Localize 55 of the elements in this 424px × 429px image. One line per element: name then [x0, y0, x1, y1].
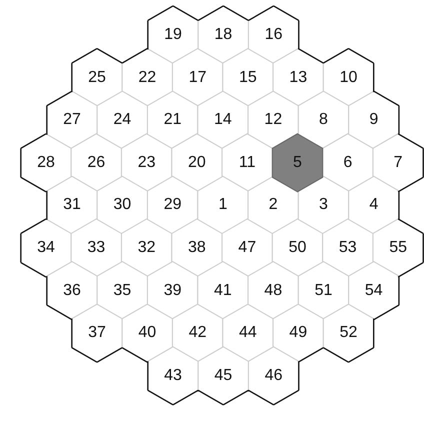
tile-number: 54 — [364, 282, 383, 299]
tile-number: 27 — [63, 112, 81, 128]
tile-number: 50 — [288, 240, 306, 256]
tile-number: 46 — [264, 368, 282, 384]
tile-number: 39 — [164, 282, 182, 299]
tile-number: 52 — [340, 325, 358, 342]
tile-number: 21 — [164, 112, 182, 128]
tile-number: 42 — [188, 325, 206, 342]
tile-number: 14 — [214, 112, 232, 128]
tile-number: 15 — [239, 70, 257, 86]
tile-number: 33 — [87, 240, 106, 256]
tile-number: 16 — [264, 27, 282, 43]
tile-number: 10 — [340, 70, 358, 86]
tile-number: 19 — [164, 27, 182, 43]
tile-number: 49 — [289, 325, 308, 342]
tile-number: 25 — [88, 70, 106, 86]
tile-number: 30 — [113, 197, 132, 214]
tile-number: 3 — [319, 197, 328, 214]
tile-number: 38 — [188, 240, 206, 256]
tile-number: 32 — [138, 240, 156, 256]
tile-number: 17 — [188, 70, 206, 86]
tile-number: 11 — [238, 154, 256, 171]
tile-number: 55 — [389, 240, 407, 256]
tile-number: 13 — [289, 70, 308, 86]
tile-number: 31 — [63, 197, 81, 214]
tile-number: 35 — [113, 282, 132, 299]
tile-number: 6 — [343, 154, 352, 171]
tile-number: 48 — [264, 282, 282, 299]
tile-number: 45 — [214, 368, 232, 384]
tile-number: 23 — [138, 154, 156, 171]
tile-number: 43 — [164, 368, 182, 384]
tile-number: 12 — [264, 112, 282, 128]
tile-number: 24 — [113, 112, 132, 128]
tile-number: 20 — [188, 154, 206, 171]
tile-number: 22 — [138, 70, 156, 86]
tile-number: 36 — [63, 282, 81, 299]
tile-number: 9 — [369, 112, 378, 128]
tile-number: 5 — [293, 154, 302, 171]
tile-number: 37 — [88, 325, 106, 342]
tile-number: 47 — [238, 240, 256, 256]
tile-number: 2 — [268, 197, 278, 214]
tile-number: 8 — [319, 112, 328, 128]
tile-number: 53 — [338, 240, 357, 256]
tile-number: 1 — [218, 197, 228, 214]
tile-number: 44 — [239, 325, 257, 342]
tile-number: 40 — [138, 325, 156, 342]
tile-number: 4 — [369, 197, 378, 214]
tile-number: 29 — [164, 197, 182, 214]
tile-number: 7 — [394, 154, 403, 171]
tile-number: 51 — [314, 282, 332, 299]
tile-number: 34 — [37, 240, 55, 256]
tile-number: 26 — [87, 154, 106, 171]
tile-number: 41 — [214, 282, 232, 299]
tile-number: 18 — [214, 27, 232, 43]
tile-number: 28 — [37, 154, 55, 171]
